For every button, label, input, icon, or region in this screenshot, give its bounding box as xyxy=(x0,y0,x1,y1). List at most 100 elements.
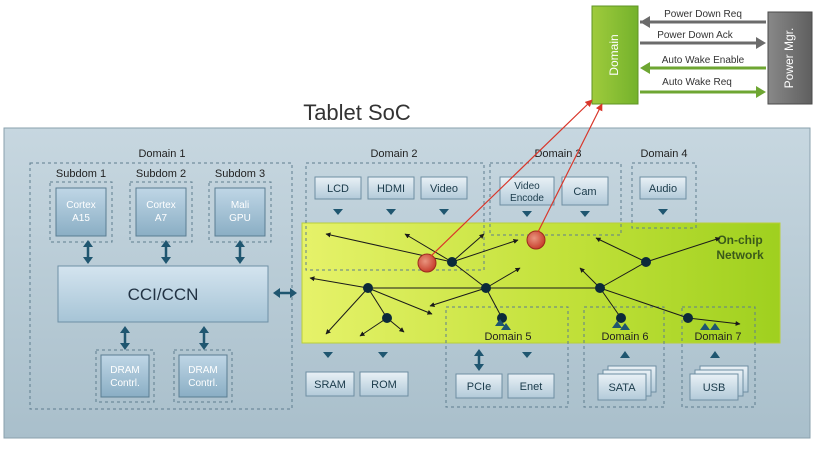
net-link xyxy=(451,261,487,289)
arrowhead xyxy=(161,240,171,247)
domain-4-label: Domain 4 xyxy=(640,148,687,160)
domain-1-label: Domain 1 xyxy=(138,148,185,160)
net-link xyxy=(645,237,721,263)
power-panel: Domain Power Mgr. Power Down Req Power D… xyxy=(591,5,813,105)
video-encode-block xyxy=(499,176,555,206)
network-label-line2: Network xyxy=(716,248,764,262)
arrowhead-auto-wake-req xyxy=(756,86,766,98)
router-node xyxy=(595,283,605,293)
subdomain-1-label: Subdom 1 xyxy=(56,168,106,180)
arrowhead-power-down-ack xyxy=(756,37,766,49)
hdmi-block xyxy=(367,176,415,200)
net-link xyxy=(599,287,689,319)
cortex-a15-label-line2: A15 xyxy=(72,213,90,224)
domain-2-outline xyxy=(305,162,485,271)
soc-title: Tablet SoC xyxy=(303,100,411,125)
cci-ccn-block xyxy=(57,265,269,323)
router-node xyxy=(641,257,651,267)
down-arrow-icon xyxy=(522,211,532,217)
cci-ccn-label: CCI/CCN xyxy=(128,285,199,304)
down-arrow-icon xyxy=(378,352,388,358)
power-boundary-crossing-1 xyxy=(417,253,437,273)
sata-block xyxy=(597,373,647,401)
pcie-label: PCIe xyxy=(467,381,491,393)
arrowhead xyxy=(83,257,93,264)
sram-label: SRAM xyxy=(314,379,346,391)
dram2-label-line2: Contrl. xyxy=(188,378,217,389)
signal-label-auto-wake-req: Auto Wake Req xyxy=(662,77,732,88)
rom-label: ROM xyxy=(371,379,397,391)
arrowhead xyxy=(235,257,245,264)
dram1-outline xyxy=(95,349,155,403)
net-link xyxy=(451,239,519,263)
subdomain-2-label: Subdom 2 xyxy=(136,168,186,180)
mali-gpu-block xyxy=(214,187,266,237)
router-node xyxy=(616,313,626,323)
domain-box-label: Domain xyxy=(607,34,621,75)
arrowhead xyxy=(235,240,245,247)
router-node xyxy=(683,313,693,323)
net-link xyxy=(404,233,453,263)
cortex-a15-label-line1: Cortex xyxy=(66,200,95,211)
cortex-a7-label-line2: A7 xyxy=(155,213,168,224)
power-manager-box xyxy=(767,11,813,105)
domain-2-label: Domain 2 xyxy=(370,148,417,160)
router-node xyxy=(382,313,392,323)
net-link xyxy=(595,237,647,263)
domain-5-outline xyxy=(445,306,569,408)
interconnect-graph xyxy=(309,232,741,337)
domain-6-label: Domain 6 xyxy=(601,331,648,343)
dram1-label-line2: Contrl. xyxy=(110,378,139,389)
down-arrow-icon xyxy=(658,209,668,215)
audio-label: Audio xyxy=(649,183,677,195)
power-boundary-crossing-2 xyxy=(526,230,546,250)
down-arrow-icon xyxy=(333,209,343,215)
up-arrow-icon xyxy=(495,319,505,326)
down-arrow-icon xyxy=(323,352,333,358)
arrowhead-power-down-req xyxy=(640,16,650,28)
net-link xyxy=(599,287,622,319)
net-link xyxy=(485,287,503,319)
up-arrow-icon xyxy=(612,321,622,328)
domain-box xyxy=(591,5,639,105)
net-link xyxy=(687,317,741,326)
callout-line-1 xyxy=(430,99,593,257)
video-encode-label-line1: Video xyxy=(514,181,540,192)
signal-label-power-down-ack: Power Down Ack xyxy=(657,30,734,41)
domain-4-outline xyxy=(631,162,697,229)
arrowhead xyxy=(474,364,484,371)
arrowhead xyxy=(199,326,209,333)
usb-label: USB xyxy=(703,382,726,394)
cam-label: Cam xyxy=(573,186,596,198)
callout-line-2 xyxy=(537,103,603,233)
arrowhead xyxy=(474,349,484,356)
cortex-a7-block xyxy=(135,187,187,237)
sram-block xyxy=(305,371,355,397)
down-arrow-icon xyxy=(439,209,449,215)
arrowhead xyxy=(120,343,130,350)
dram1-label-line1: DRAM xyxy=(110,365,139,376)
arrowhead-auto-wake-enable xyxy=(640,62,650,74)
arrowhead xyxy=(161,257,171,264)
sata-label: SATA xyxy=(608,382,636,394)
up-arrow-icon xyxy=(620,351,630,358)
rom-block xyxy=(359,371,409,397)
up-arrow-icon xyxy=(700,323,710,330)
net-link xyxy=(325,287,369,335)
up-arrow-icon xyxy=(501,323,511,330)
signal-label-auto-wake-enable: Auto Wake Enable xyxy=(662,55,745,66)
signal-label-power-down-req: Power Down Req xyxy=(664,9,742,20)
arrowhead xyxy=(120,326,130,333)
down-arrow-icon xyxy=(522,352,532,358)
router-node xyxy=(481,283,491,293)
domain-3-label: Domain 3 xyxy=(534,148,581,160)
net-link xyxy=(599,261,647,289)
video-block xyxy=(420,176,468,200)
lcd-label: LCD xyxy=(327,183,349,195)
router-node xyxy=(447,257,457,267)
net-link xyxy=(429,287,487,308)
net-link xyxy=(309,276,369,289)
net-link xyxy=(359,317,388,337)
video-label: Video xyxy=(430,183,458,195)
arrowhead xyxy=(83,240,93,247)
